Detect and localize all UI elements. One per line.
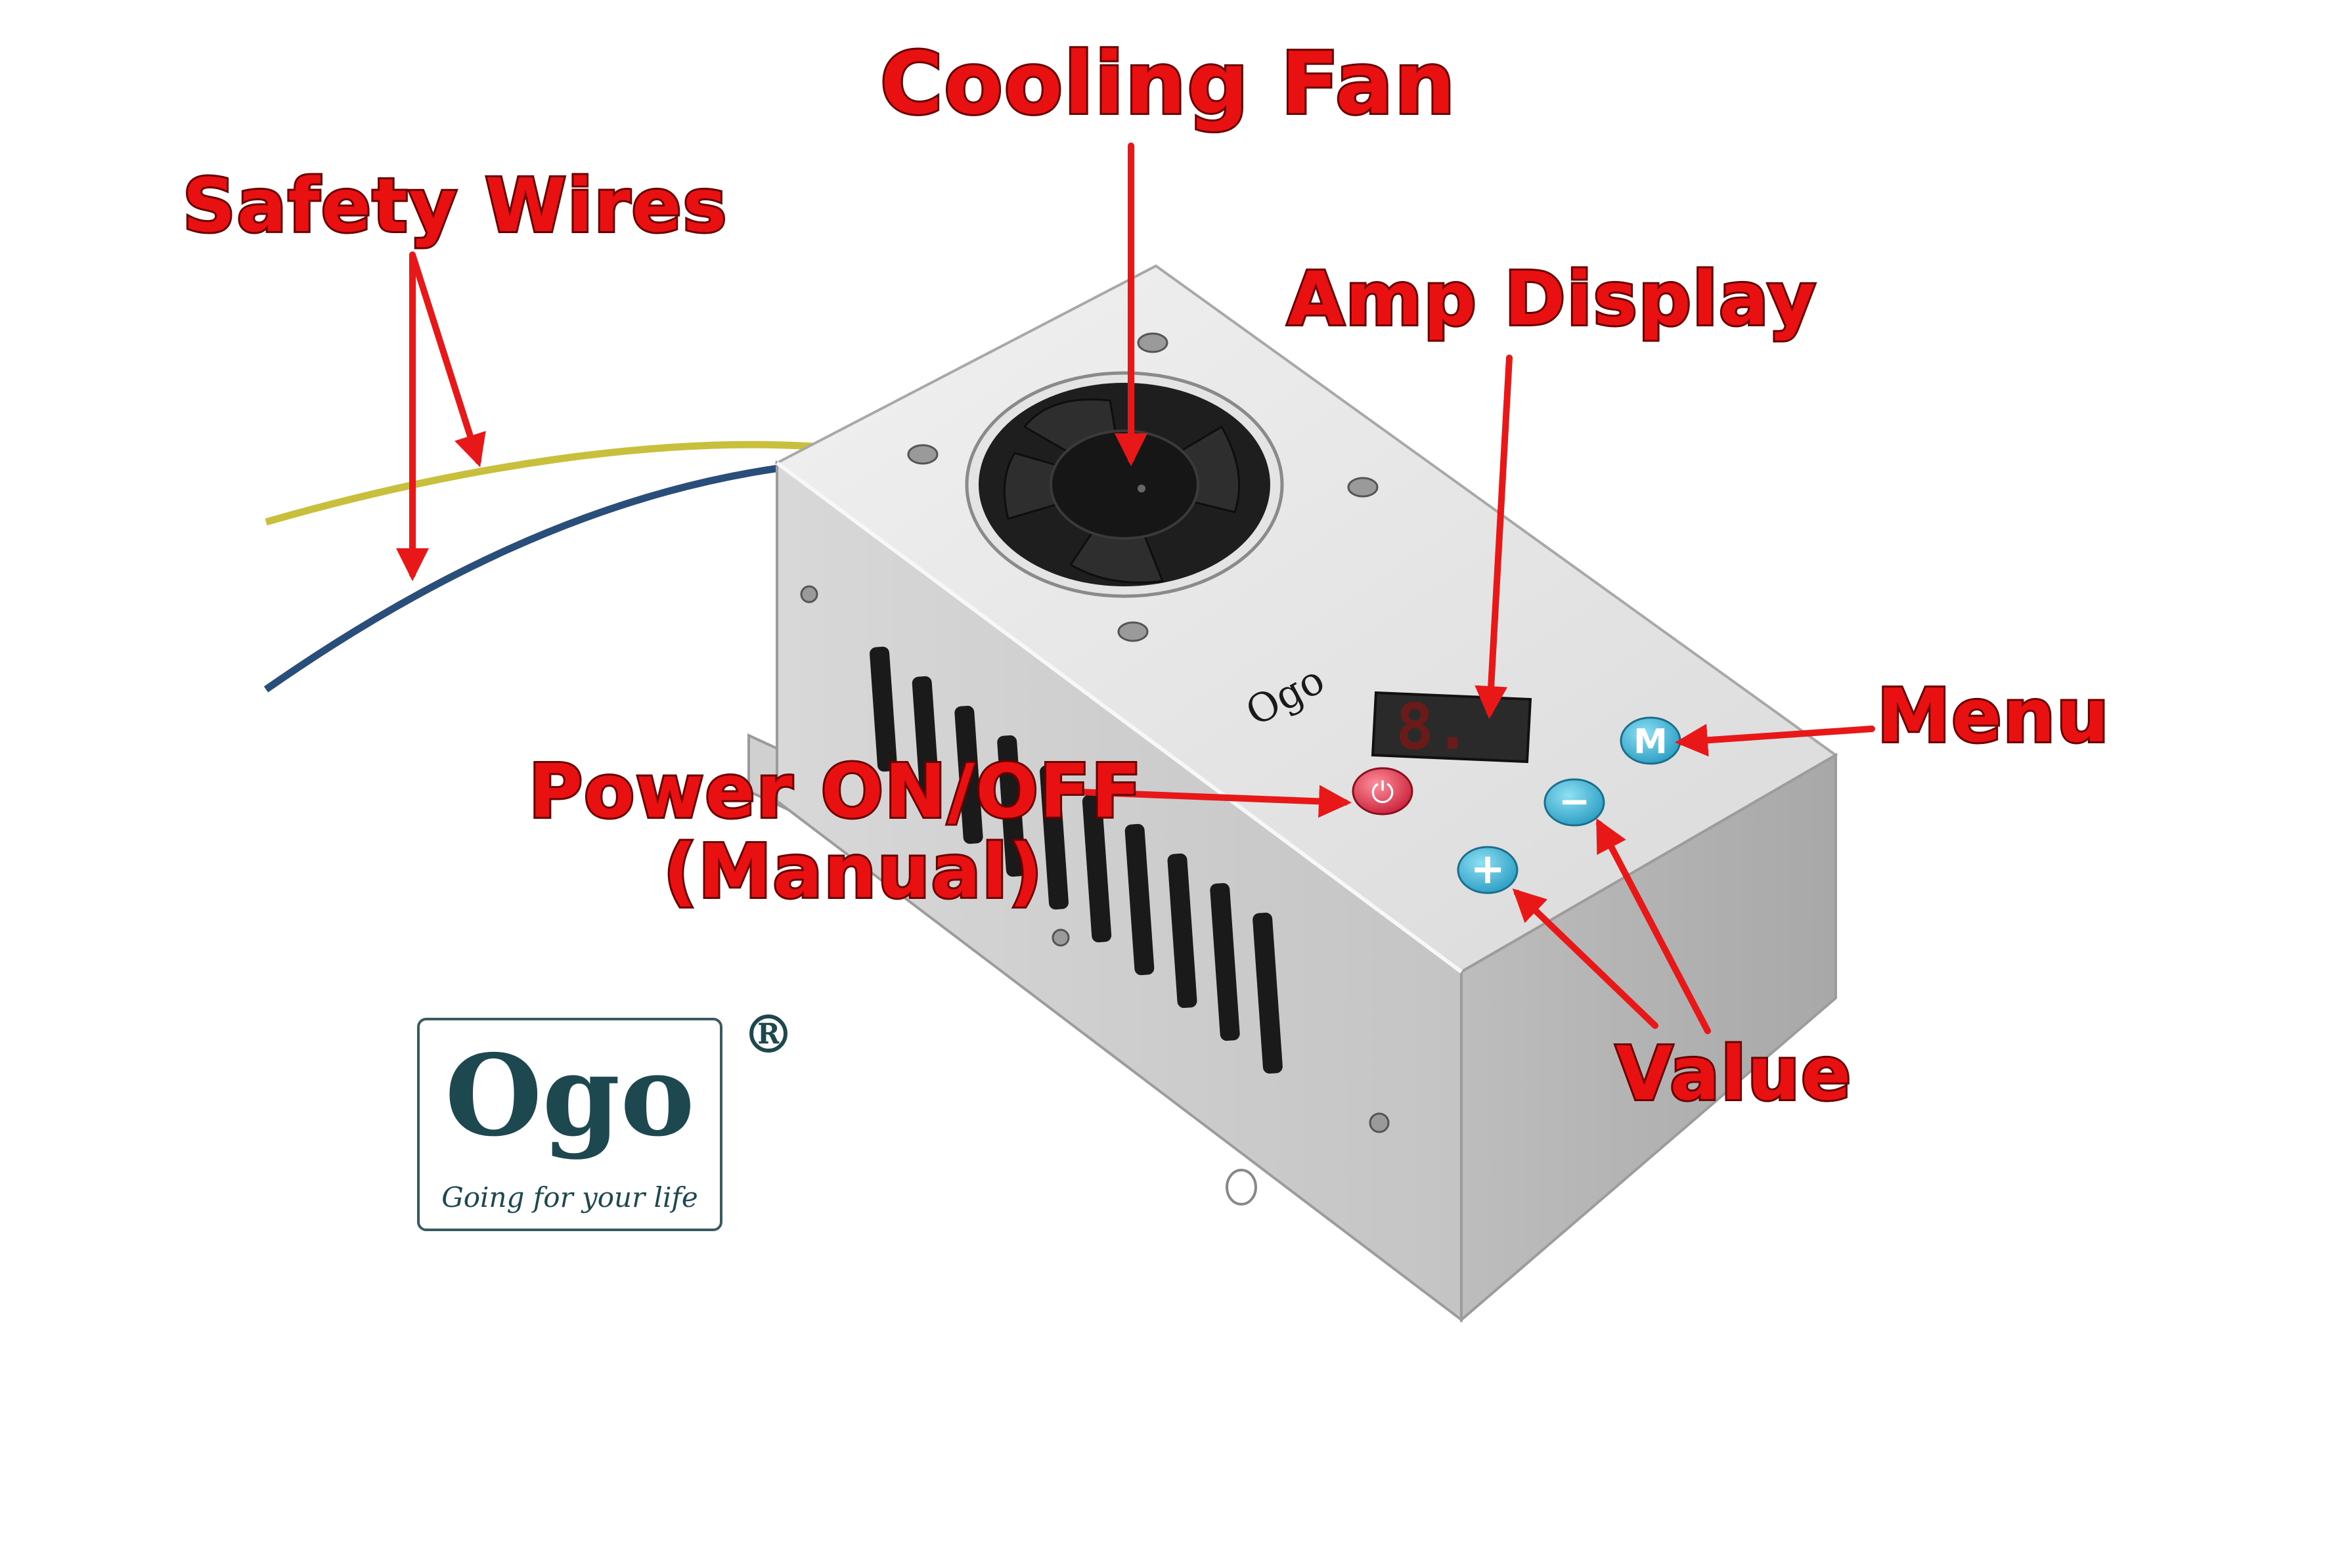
vent-slots [870, 646, 1283, 1074]
arrow-power [1057, 785, 1352, 818]
flange-bolt-hole [1226, 1169, 1257, 1206]
power-label: Power ON/OFF [527, 749, 1143, 835]
arrow-value-plus [1512, 888, 1658, 1029]
minus-icon: − [1559, 779, 1591, 823]
registered-mark: ® [742, 1003, 795, 1065]
plus-icon: + [1470, 845, 1505, 894]
ogo-logo: Ogo Going for your life [417, 1018, 722, 1231]
menu-icon: M [1633, 722, 1668, 762]
logo-tagline: Going for your life [441, 1181, 698, 1213]
arrow-value-minus [1596, 818, 1711, 1034]
device-side-face [1460, 752, 1837, 1323]
amp-display-label: Amp Display [1285, 257, 1817, 342]
minus-button[interactable]: − [1543, 778, 1605, 827]
arrow-safety-wire-yellow [409, 251, 486, 468]
cooling-fan-label: Cooling Fan [878, 33, 1457, 133]
menu-button[interactable]: M [1620, 716, 1681, 765]
cooling-fan [965, 371, 1284, 598]
arrow-amp-display [1474, 355, 1513, 719]
amp-display-digits: 8. [1396, 690, 1472, 764]
safety-wires-label: Safety Wires [181, 163, 728, 249]
arrow-menu [1675, 724, 1875, 757]
yellow-safety-wire [265, 441, 815, 526]
amp-display: 8. [1371, 690, 1532, 764]
logo-word: Ogo [445, 1030, 695, 1162]
callout-arrows [396, 142, 1875, 1034]
plus-button[interactable]: + [1457, 845, 1519, 894]
power-button[interactable]: ⏻ [1352, 767, 1413, 816]
screws [800, 332, 1390, 1133]
blue-safety-wire [263, 461, 805, 693]
front-edge-highlight [776, 461, 1463, 974]
power-manual-label: (Manual) [661, 829, 1044, 915]
menu-label: Menu [1875, 674, 2111, 759]
power-icon: ⏻ [1371, 776, 1394, 810]
value-label: Value [1614, 1032, 1853, 1117]
